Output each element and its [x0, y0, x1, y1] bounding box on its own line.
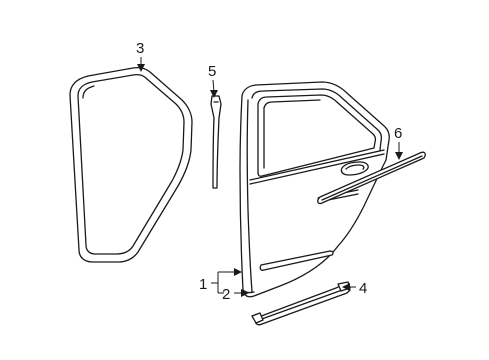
- leader-lines: [137, 57, 403, 297]
- pillar-molding: [210, 95, 222, 189]
- callout-5: 5: [208, 63, 216, 80]
- callout-6: 6: [394, 125, 402, 142]
- callout-1: 1: [199, 276, 207, 293]
- body-side-molding: [317, 151, 426, 205]
- door-opening-weatherstrip: [69, 66, 193, 263]
- rear-door-shell: [239, 81, 390, 298]
- callout-4: 4: [359, 280, 367, 297]
- callout-2: 2: [222, 286, 230, 303]
- callout-3: 3: [136, 40, 144, 57]
